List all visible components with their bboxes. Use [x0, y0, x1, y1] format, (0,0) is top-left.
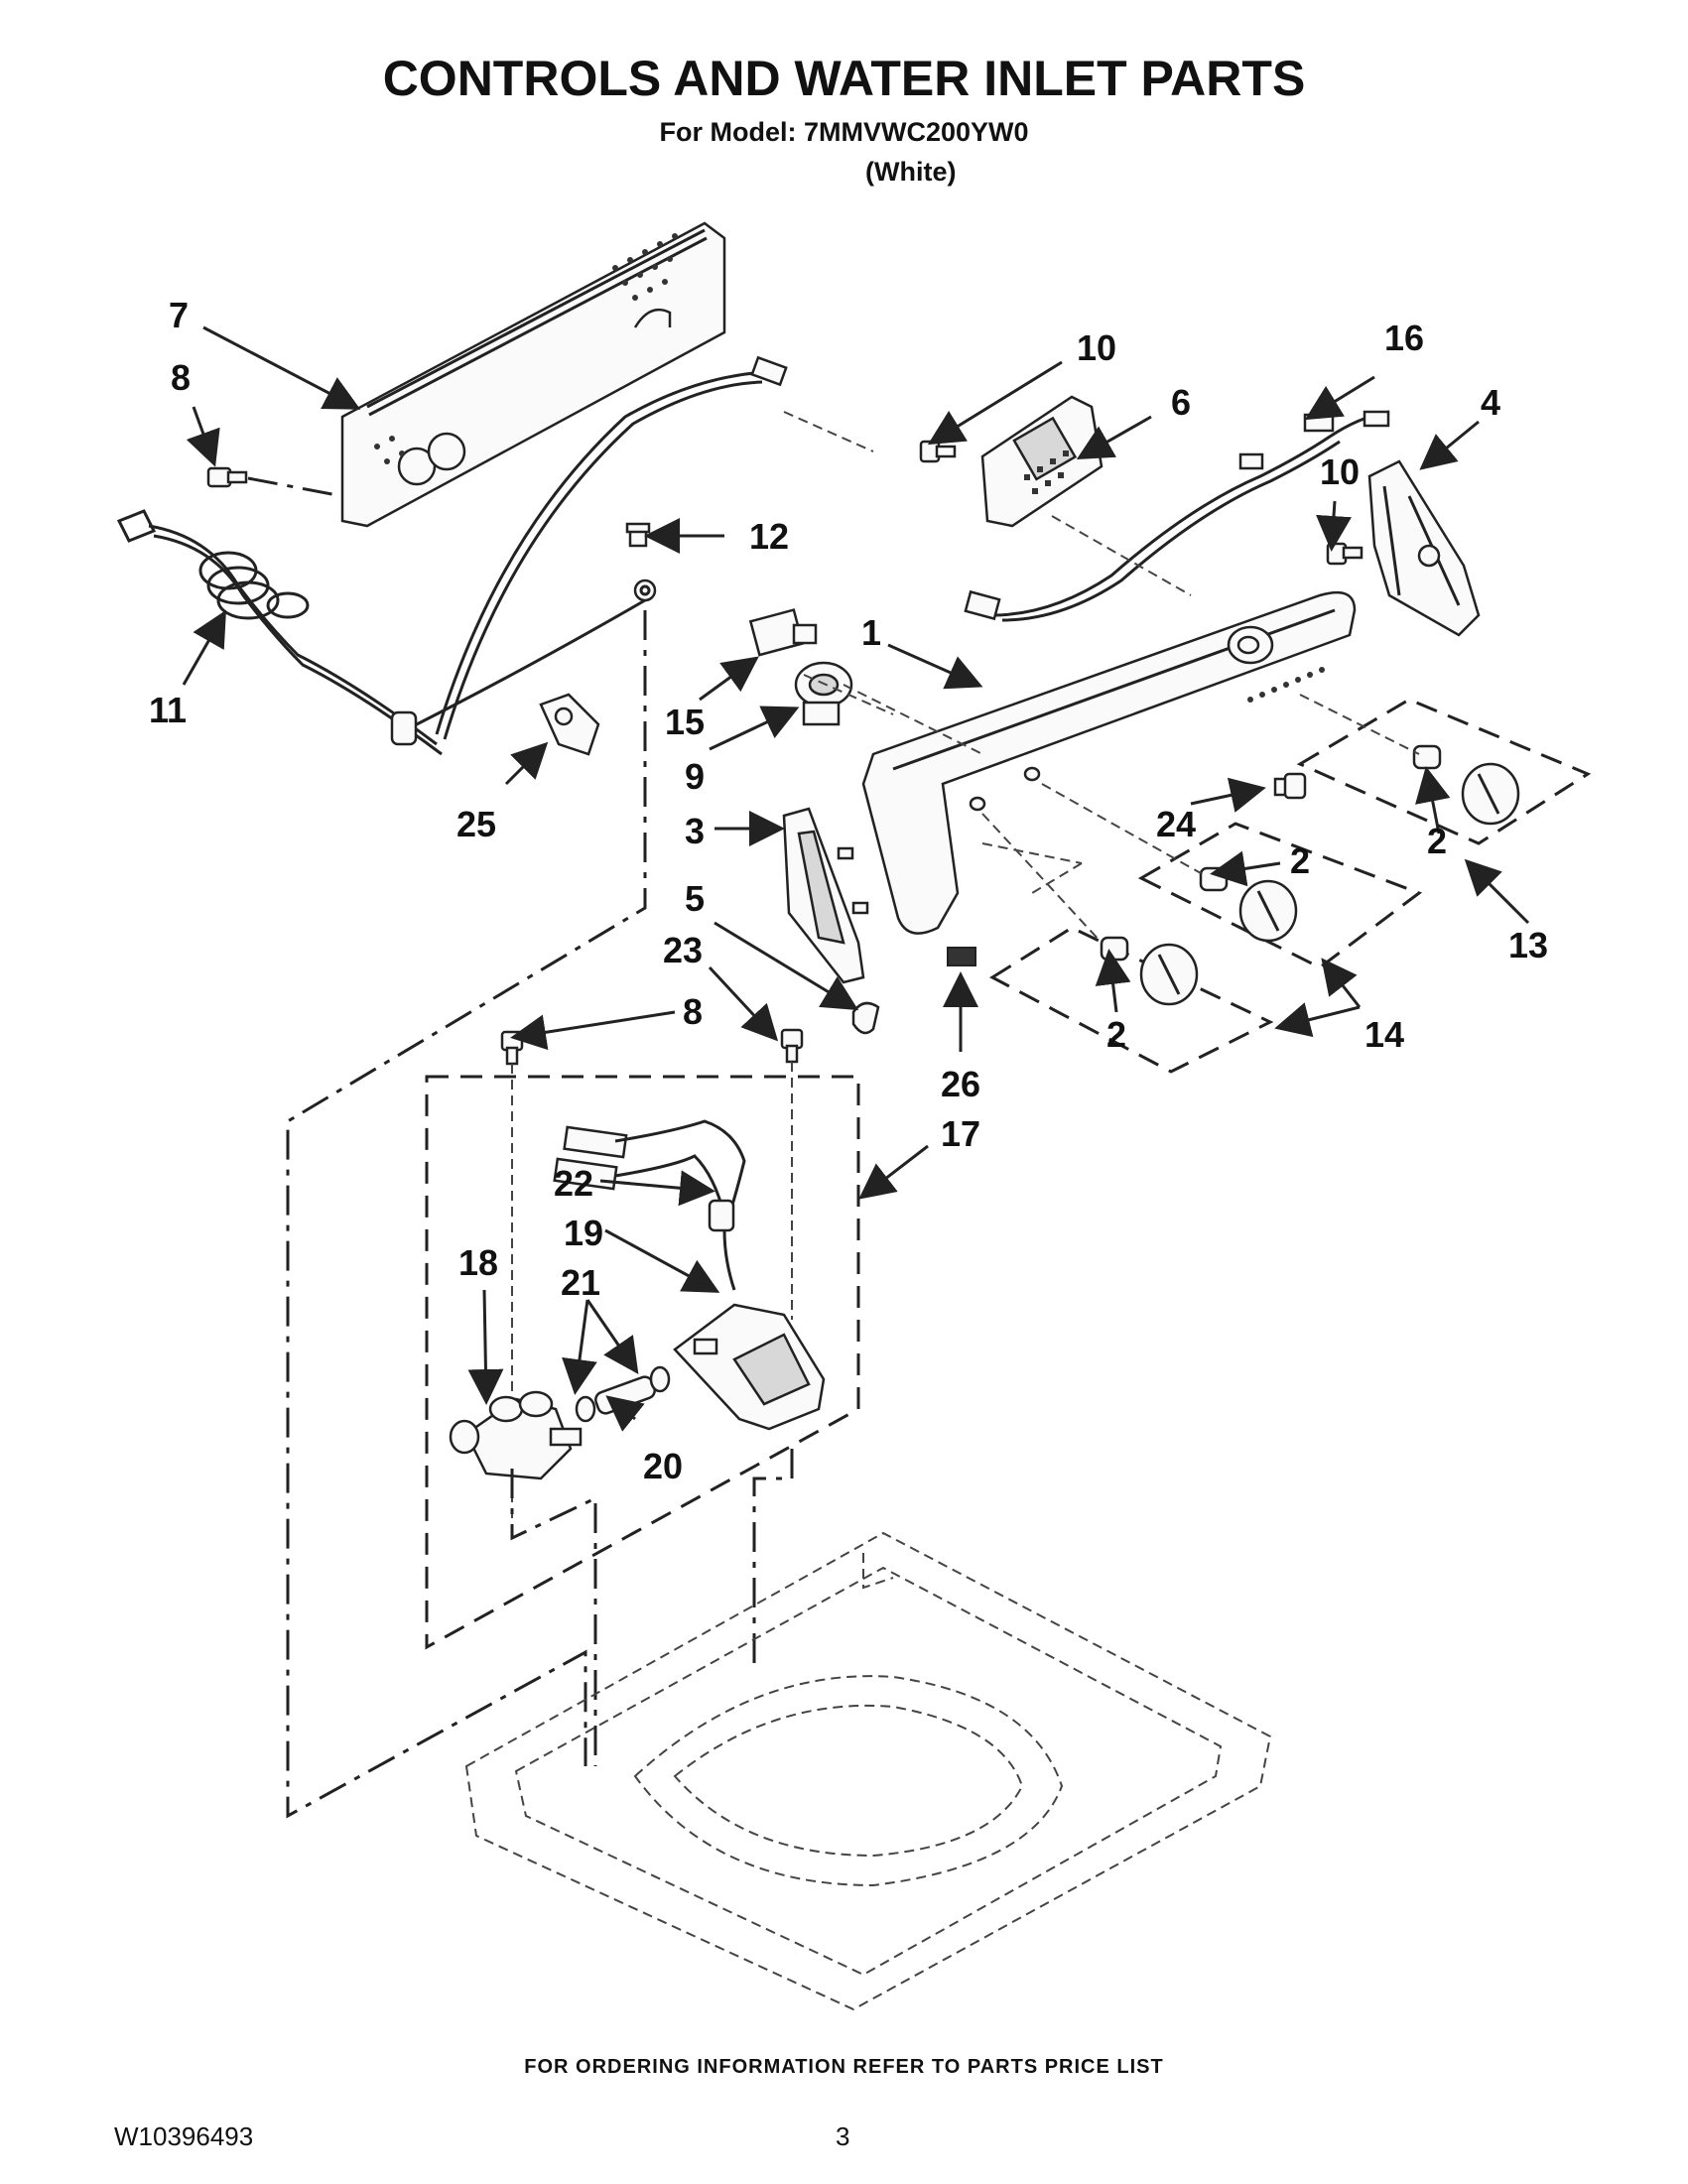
callout-9: 9: [685, 756, 705, 797]
callout-3: 3: [685, 811, 705, 851]
model-line: For Model: 7MMVWC200YW0: [659, 117, 1029, 147]
callout-12: 12: [749, 516, 789, 557]
page-number: 3: [836, 2121, 850, 2151]
clip-part: [851, 1001, 880, 1035]
wire-harness-part: [390, 355, 788, 746]
screw-part: [780, 1028, 804, 1064]
callout-10: 10: [1077, 327, 1116, 368]
control-board-part: [980, 395, 1104, 528]
callout-6: 6: [1171, 382, 1191, 423]
callout-16: 16: [1384, 318, 1424, 358]
knob-group-box-14b: [988, 926, 1274, 1074]
callout-18: 18: [458, 1242, 498, 1283]
callout-5: 5: [685, 878, 705, 919]
callout-8: 8: [683, 991, 703, 1032]
callout-7: 7: [169, 295, 189, 335]
callout-13: 13: [1508, 925, 1548, 965]
switch-part: [748, 608, 818, 657]
callout-21: 21: [561, 1262, 600, 1303]
power-cord-part: [116, 509, 443, 756]
screw-part: [1326, 542, 1363, 566]
callout-23: 23: [663, 930, 703, 970]
callout-17: 17: [941, 1113, 980, 1154]
console-panel-part: [861, 590, 1357, 935]
callout-14: 14: [1364, 1014, 1404, 1055]
callout-24: 24: [1156, 804, 1196, 844]
bracket-part: [782, 807, 869, 984]
page-title: CONTROLS AND WATER INLET PARTS: [382, 51, 1306, 106]
screw-part: [1273, 772, 1307, 800]
knob-part: [1100, 936, 1199, 1006]
knob-group-box-13: [1296, 698, 1592, 845]
wire-harness-part: [964, 410, 1390, 622]
color-line: (White): [865, 157, 957, 187]
hose-part: [575, 1365, 671, 1423]
water-valve-part: [449, 1390, 583, 1480]
screw-part: [206, 466, 248, 488]
dispenser-part: [673, 1303, 826, 1431]
callout-2: 2: [1427, 821, 1447, 861]
callout-25: 25: [456, 804, 496, 844]
callout-19: 19: [564, 1213, 603, 1253]
wire-harness-part: [553, 1119, 746, 1291]
callout-22: 22: [554, 1163, 593, 1204]
callout-4: 4: [1481, 382, 1500, 423]
rear-panel-part: [340, 221, 726, 528]
tab-part: [947, 947, 976, 966]
ordering-note: FOR ORDERING INFORMATION REFER TO PARTS …: [524, 2056, 1164, 2078]
callout-15: 15: [665, 702, 705, 742]
callout-10: 10: [1320, 451, 1360, 492]
callout-2: 2: [1290, 840, 1310, 881]
callout-1: 1: [861, 612, 881, 653]
callout-11: 11: [149, 690, 187, 730]
knob-part: [1199, 866, 1298, 943]
knob-part: [1412, 744, 1520, 826]
end-cap-part: [1367, 459, 1481, 637]
callout-26: 26: [941, 1064, 980, 1104]
top-cover-part: [464, 1531, 1272, 2011]
callout-20: 20: [643, 1446, 683, 1486]
ground-screw-part: [625, 522, 651, 548]
water-inlet-box-17: [425, 1075, 860, 1650]
callout-2: 2: [1106, 1014, 1126, 1055]
document-number: W10396493: [114, 2121, 254, 2151]
screw-part: [919, 440, 957, 463]
knob-group-box-14a: [1137, 822, 1423, 969]
clip-part: [539, 693, 600, 756]
callout-8: 8: [171, 357, 191, 398]
selector-part: [794, 661, 853, 726]
